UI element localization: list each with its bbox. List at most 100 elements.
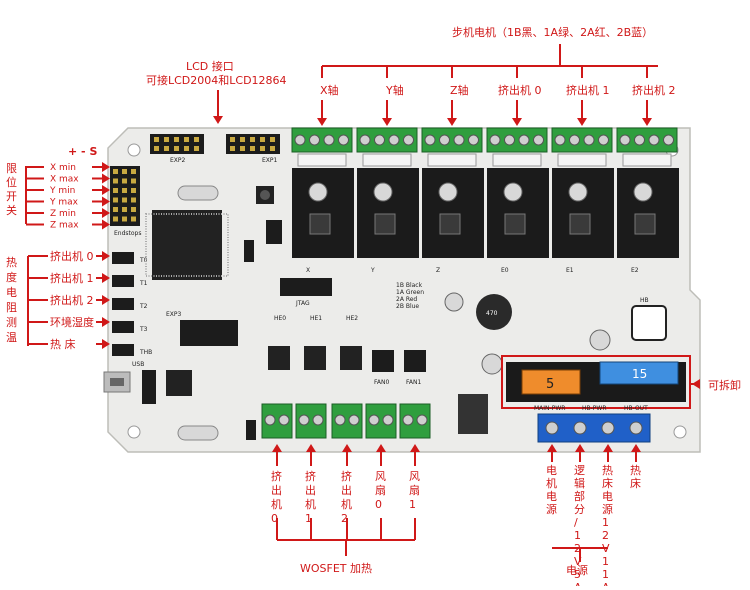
thermistor-connector[interactable] bbox=[112, 252, 134, 264]
terminal-screw[interactable] bbox=[629, 421, 643, 435]
terminal-screw[interactable] bbox=[312, 414, 324, 426]
stepper-driver-socket[interactable] bbox=[487, 168, 549, 258]
pin bbox=[174, 137, 179, 142]
terminal-screw[interactable] bbox=[403, 134, 414, 146]
pin bbox=[250, 137, 255, 142]
stepper-driver-socket[interactable] bbox=[552, 168, 614, 258]
vchar: 出 bbox=[305, 483, 316, 497]
thermistor-connector[interactable] bbox=[112, 344, 134, 356]
stepper-connector bbox=[557, 153, 607, 167]
terminal-screw[interactable] bbox=[648, 134, 660, 146]
terminal-screw[interactable] bbox=[468, 134, 479, 146]
terminal-screw[interactable] bbox=[278, 414, 290, 426]
terminal-screw[interactable] bbox=[619, 134, 631, 146]
exp1-label: EXP1 bbox=[262, 157, 278, 164]
plus-minus-label: + - S bbox=[68, 145, 97, 158]
terminal-screw[interactable] bbox=[634, 134, 645, 146]
endstop-arrow bbox=[102, 219, 110, 230]
driver-capacitor bbox=[373, 182, 393, 202]
vchar: 机 bbox=[341, 497, 352, 511]
pin bbox=[194, 137, 199, 142]
vchar: 电 bbox=[546, 490, 557, 503]
pin bbox=[131, 216, 136, 222]
terminal-screw[interactable] bbox=[348, 414, 360, 426]
exp3-header[interactable]: EXP3 bbox=[166, 311, 238, 346]
exp1-header[interactable]: EXP1 bbox=[226, 134, 280, 164]
terminal-screw[interactable] bbox=[569, 134, 580, 146]
terminal-screw[interactable] bbox=[598, 134, 609, 146]
stepper-axis-label: 挤出机 2 bbox=[632, 83, 676, 97]
terminal-screw[interactable] bbox=[298, 414, 310, 426]
terminal-screw[interactable] bbox=[382, 414, 394, 426]
thermistor-connector[interactable] bbox=[112, 275, 134, 287]
terminal-screw[interactable] bbox=[601, 421, 615, 435]
fuse-5a[interactable]: 5 bbox=[521, 369, 581, 395]
fuse-15a[interactable]: 15 bbox=[599, 361, 679, 385]
jtag-header[interactable]: JTAG bbox=[280, 278, 332, 307]
stepper-driver-socket[interactable] bbox=[357, 168, 419, 258]
usb-power-jumper[interactable] bbox=[244, 240, 254, 262]
jumper-header[interactable] bbox=[266, 220, 282, 244]
power-terminal-block[interactable] bbox=[537, 413, 651, 443]
mosfet-arrow bbox=[342, 444, 352, 452]
exp3-label: EXP3 bbox=[166, 311, 182, 318]
terminal-screw[interactable] bbox=[368, 414, 380, 426]
exp2-header[interactable]: EXP2 bbox=[150, 134, 204, 164]
terminal-screw[interactable] bbox=[416, 414, 428, 426]
fan-header[interactable] bbox=[404, 350, 426, 372]
mosfet-arrow bbox=[306, 444, 316, 452]
stepper-driver-socket[interactable] bbox=[292, 168, 354, 258]
terminal-screw[interactable] bbox=[338, 134, 349, 146]
terminal-screw[interactable] bbox=[323, 134, 335, 146]
terminal-screw[interactable] bbox=[545, 421, 559, 435]
mosfet-arrow bbox=[410, 444, 420, 452]
pl-jumper[interactable] bbox=[246, 420, 256, 440]
terminal-screw[interactable] bbox=[533, 134, 544, 146]
terminal-screw[interactable] bbox=[453, 134, 465, 146]
terminal-screw[interactable] bbox=[554, 134, 566, 146]
terminal-screw[interactable] bbox=[489, 134, 501, 146]
terminal-screw[interactable] bbox=[518, 134, 530, 146]
terminal-screw[interactable] bbox=[439, 134, 450, 146]
fan-header[interactable] bbox=[372, 350, 394, 372]
vchar: 风 bbox=[409, 470, 420, 483]
stepper-driver-socket[interactable] bbox=[422, 168, 484, 258]
reset-button-cap bbox=[260, 190, 270, 200]
side-header[interactable] bbox=[142, 370, 156, 404]
vchar: 机 bbox=[305, 497, 316, 511]
terminal-screw[interactable] bbox=[388, 134, 400, 146]
stepper-driver-socket[interactable] bbox=[617, 168, 679, 258]
jtag-label: JTAG bbox=[295, 300, 310, 307]
terminal-screw[interactable] bbox=[264, 414, 276, 426]
thermistor-connector[interactable] bbox=[112, 321, 134, 333]
terminal-screw[interactable] bbox=[359, 134, 371, 146]
board-therm-label: T2 bbox=[139, 303, 148, 310]
pin bbox=[131, 188, 136, 193]
terminal-screw[interactable] bbox=[583, 134, 595, 146]
mosfet-silk: HE2 bbox=[346, 315, 358, 322]
removable-label: 可拆卸 bbox=[708, 378, 741, 392]
pin bbox=[240, 146, 245, 151]
terminal-screw[interactable] bbox=[504, 134, 515, 146]
terminal-screw[interactable] bbox=[334, 414, 346, 426]
terminal-screw[interactable] bbox=[573, 421, 587, 435]
terminal-screw[interactable] bbox=[402, 414, 414, 426]
main-pwr-silk: MAIN-PWR bbox=[534, 405, 565, 412]
terminal-screw[interactable] bbox=[374, 134, 385, 146]
usb-connector[interactable]: USB bbox=[103, 361, 144, 393]
terminal-screw[interactable] bbox=[309, 134, 320, 146]
endstop-header[interactable] bbox=[110, 166, 140, 226]
vchar: 扇 bbox=[409, 483, 420, 497]
thermistor-connector[interactable] bbox=[112, 298, 134, 310]
terminal-screw[interactable] bbox=[663, 134, 674, 146]
endstop-pin-block[interactable] bbox=[110, 166, 140, 226]
pin bbox=[240, 137, 245, 142]
terminal-screw[interactable] bbox=[424, 134, 436, 146]
thermistor-arrow bbox=[102, 317, 110, 327]
terminal-screw[interactable] bbox=[294, 134, 306, 146]
regulator bbox=[458, 394, 488, 434]
